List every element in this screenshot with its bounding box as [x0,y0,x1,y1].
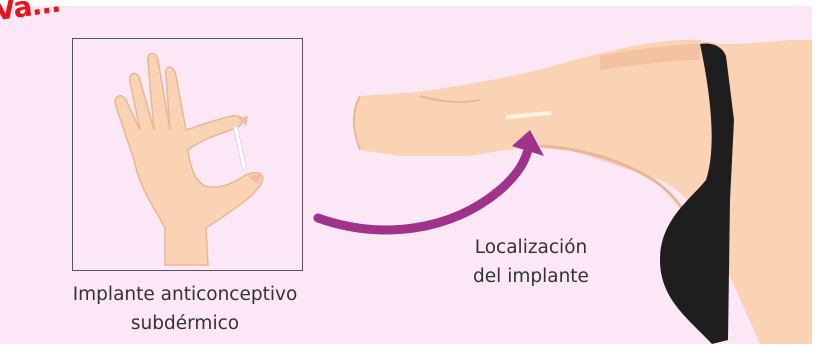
location-caption-line-1: Localización [474,237,588,258]
arm-illustration [353,39,812,344]
location-caption: Localización del implante [436,233,626,291]
location-caption-line-2: del implante [473,266,589,287]
hand-illustration [114,52,264,266]
pointer-arrow [313,130,544,235]
implant-caption: Implante anticonceptivo subdérmico [30,280,340,338]
implant-caption-line-2: subdérmico [130,313,240,334]
implant-caption-line-1: Implante anticonceptivo [72,284,298,305]
